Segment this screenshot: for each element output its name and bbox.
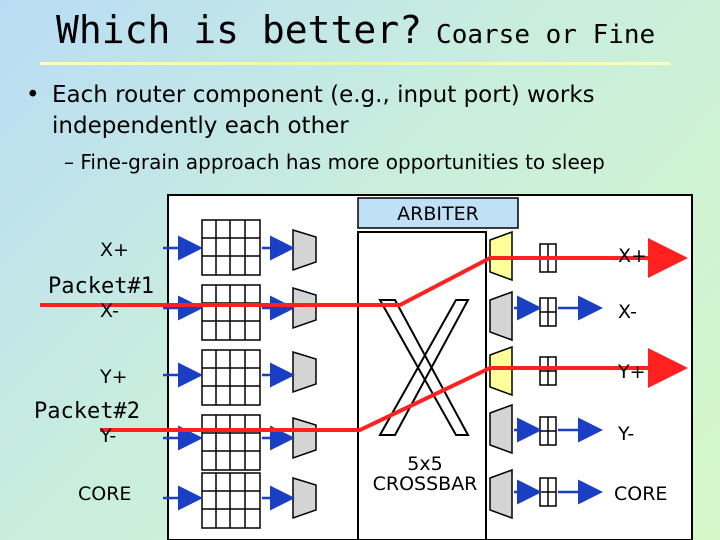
bullet-1-text: Each router component (e.g., input port)… [52,82,595,139]
input-port-core: CORE [78,483,131,505]
packet-2-path [100,348,688,432]
packet-1-path [40,238,688,307]
output-port-xplus: X+ [618,245,647,267]
packet-paths [40,238,688,432]
buffer-core [201,472,261,529]
output-port-core: CORE [614,483,667,505]
crossbar-label-line2: CROSSBAR [373,473,478,495]
arbiter-box [357,197,519,229]
title-main: Which is better? [56,8,423,52]
output-mux-core [489,468,513,520]
packet-2-label: Packet#2 [34,399,140,424]
output-port-labels: X+ X- Y+ Y- CORE [614,245,667,505]
title-rule [40,62,670,65]
buffer-yminus [201,414,261,471]
buffer-yplus [201,349,261,406]
bullet-1: • Each router component (e.g., input por… [26,80,696,142]
bullet-marker: • [26,82,40,108]
slide-title: Which is better? Coarse or Fine [56,8,655,52]
crossbar-label-line1: 5x5 [407,453,442,475]
input-buffers [201,219,261,529]
output-mux-yplus [489,345,513,397]
input-port-labels: X+ X- Y+ Y- CORE [78,239,131,505]
input-port-xminus: X- [100,300,119,322]
arbiter-label: ARBITER [397,203,479,225]
buffer-xplus [201,219,261,276]
input-port-yminus: Y- [99,425,116,447]
output-port-xminus: X- [618,301,637,323]
packet-1-label: Packet#1 [48,274,154,299]
output-latches [539,243,557,507]
output-mux-yminus [489,403,513,455]
output-mux-xminus [489,290,513,342]
output-muxes [489,230,513,520]
input-port-yplus: Y+ [99,366,128,388]
port-arrows [163,235,603,511]
output-port-yplus: Y+ [617,361,646,383]
crossbar-x-shape [378,299,470,436]
buffer-xminus [201,284,261,341]
bullet-2-text: – Fine-grain approach has more opportuni… [64,150,605,174]
title-sub: Coarse or Fine [436,20,656,50]
input-port-xplus: X+ [100,239,129,261]
output-port-yminus: Y- [617,423,634,445]
